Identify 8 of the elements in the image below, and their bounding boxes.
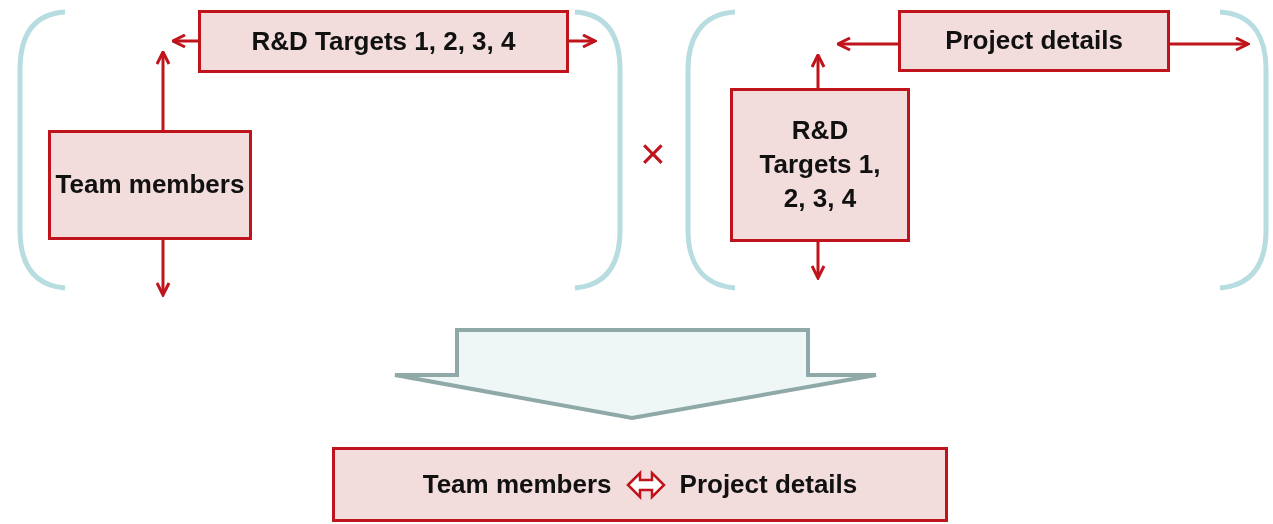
text-box: R&D Targets 1, 2, 3, 4 [730,88,910,242]
multiply-sign: × [640,132,666,176]
text-box: R&D Targets 1, 2, 3, 4 [198,10,569,73]
box-text: Team members [422,467,612,501]
box-text: Project details [679,467,858,501]
text-box: Team members [48,130,252,240]
text-box: Project details [898,10,1170,72]
result-box [332,447,948,522]
